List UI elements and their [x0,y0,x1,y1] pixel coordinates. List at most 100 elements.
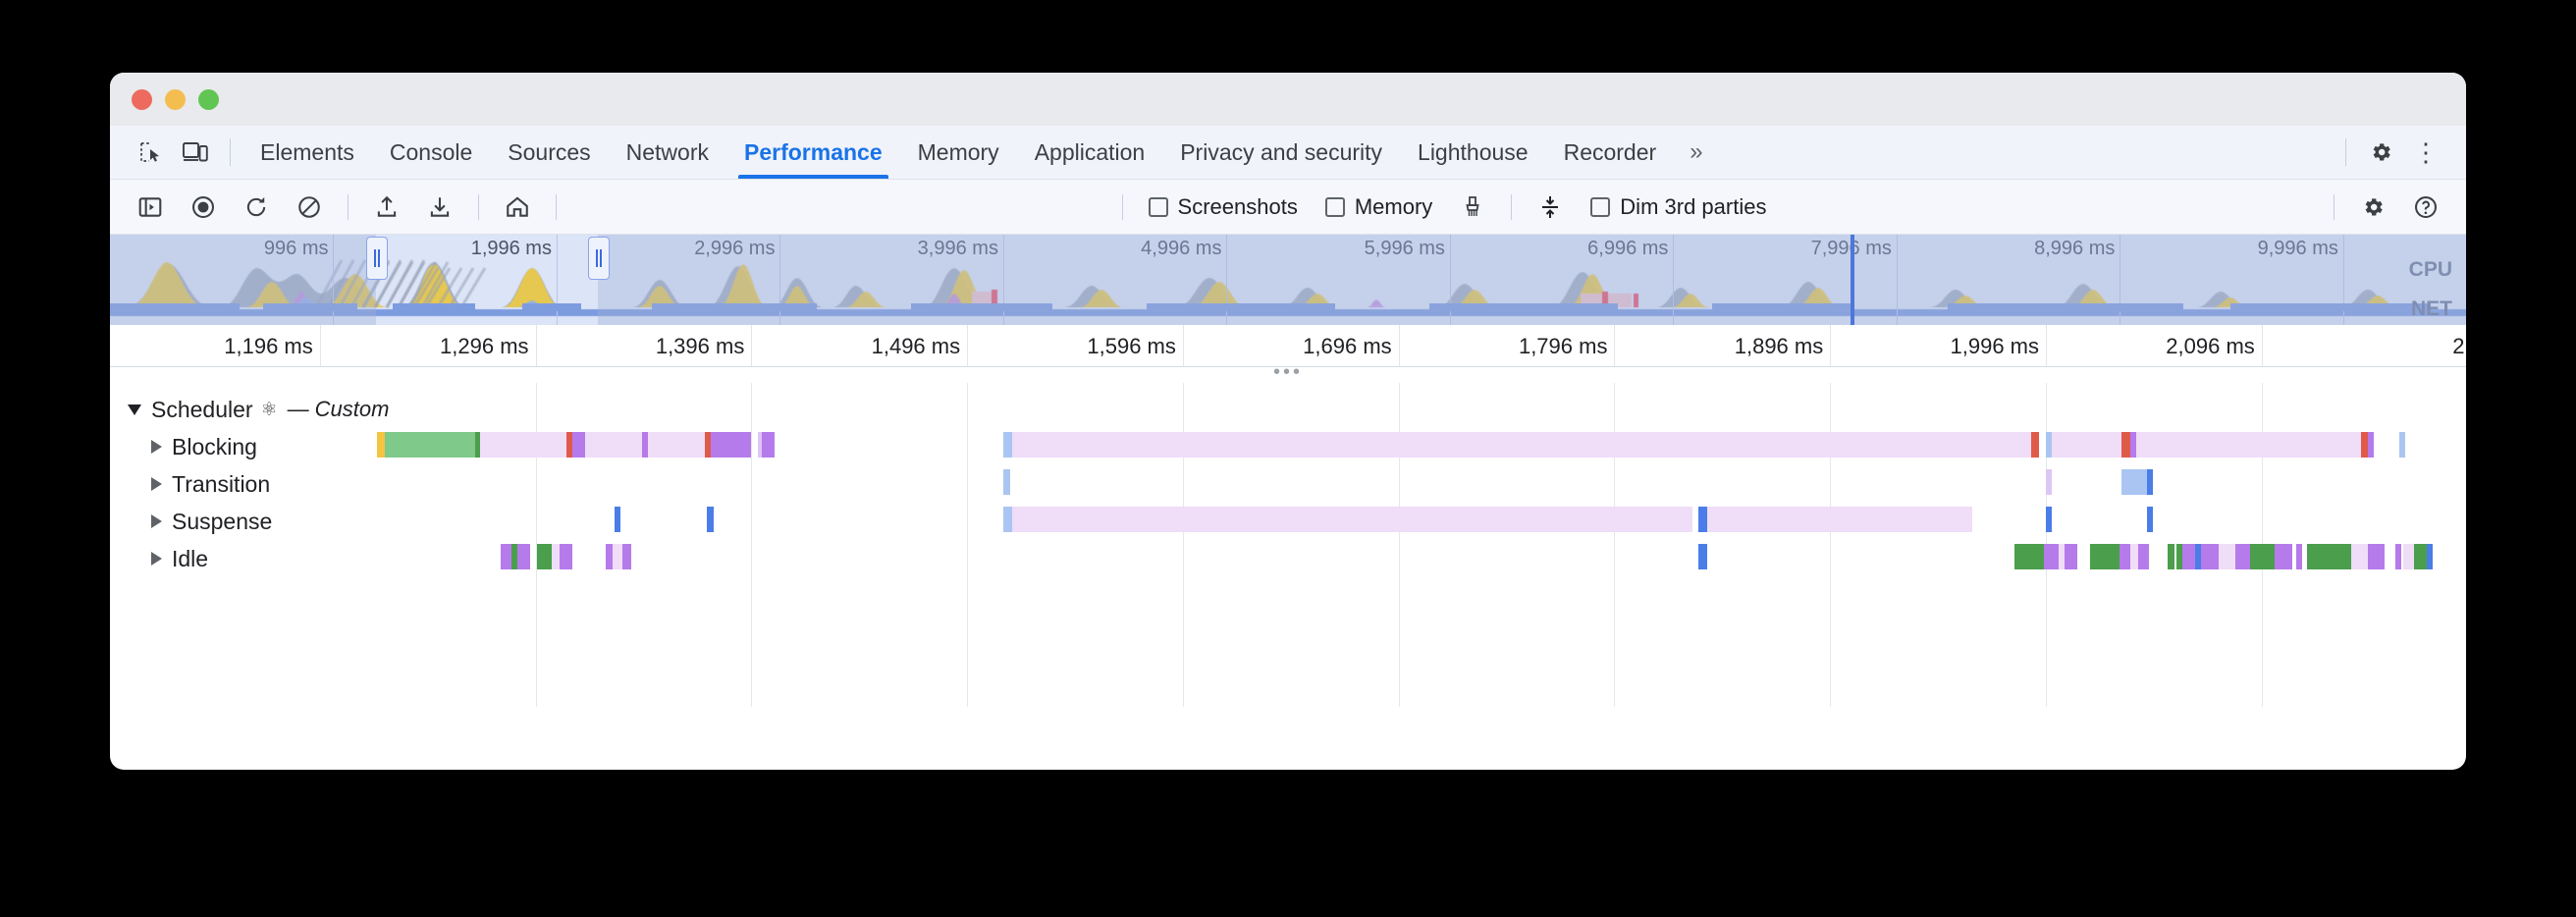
flame-bar-idle[interactable] [2013,544,2044,569]
flame-bar-blocking[interactable] [705,432,712,458]
flame-bar-idle[interactable] [2129,544,2139,569]
tab-memory[interactable]: Memory [917,139,999,165]
flame-bar-idle[interactable] [2182,544,2195,569]
flame-bar-blocking[interactable] [2045,432,2053,458]
tab-console[interactable]: Console [389,139,473,165]
tab-privacy-and-security[interactable]: Privacy and security [1180,139,1383,165]
screenshots-checkbox[interactable]: Screenshots [1148,194,1298,220]
tab-sources[interactable]: Sources [508,139,591,165]
collect-garbage-icon[interactable] [1453,189,1492,225]
flame-bar-blocking[interactable] [2129,432,2136,458]
collapse-tracks-icon[interactable] [1530,189,1570,225]
flame-bar-idle[interactable] [551,544,561,569]
flame-bar-blocking[interactable] [2367,432,2375,458]
flame-bar-idle[interactable] [2403,544,2414,569]
flame-bar-blocking[interactable] [2120,432,2130,458]
flame-bar-idle[interactable] [2058,544,2066,569]
flame-bar-idle[interactable] [2306,544,2351,569]
flame-bar-blocking[interactable] [565,432,572,458]
chevron-right-icon[interactable] [151,514,162,528]
flame-bar-blocking[interactable] [479,432,566,458]
flame-bar-idle[interactable] [2350,544,2368,569]
track-suspense[interactable]: Suspense [110,503,2466,540]
more-options-icon[interactable]: ⋮ [2413,136,2439,167]
flame-bar-idle[interactable] [606,544,613,569]
flame-bar-suspense[interactable] [1003,507,1013,532]
memory-checkbox-box[interactable] [1324,196,1345,217]
flame-bar-idle[interactable] [560,544,572,569]
track-blocking-label[interactable]: Blocking [110,434,257,460]
more-tabs-icon[interactable]: » [1690,138,1703,165]
flame-bar-idle[interactable] [2275,544,2292,569]
track-transition-label[interactable]: Transition [110,471,270,498]
flame-bar-blocking[interactable] [2361,432,2368,458]
track-idle[interactable]: Idle [110,540,2466,577]
flame-bar-suspense[interactable] [2146,507,2154,532]
track-idle-label[interactable]: Idle [110,546,208,572]
flame-bar-blocking[interactable] [1012,432,2031,458]
resizer-row[interactable]: ••• [110,361,2466,383]
flame-bar-idle[interactable] [2195,544,2202,569]
flame-bar-suspense[interactable] [1012,507,1692,532]
flame-bar-blocking[interactable] [1003,432,1013,458]
flame-bar-idle[interactable] [2175,544,2183,569]
tab-performance[interactable]: Performance [726,127,900,179]
flame-bar-blocking[interactable] [584,432,642,458]
record-button[interactable] [184,189,223,225]
flame-bar-idle[interactable] [2043,544,2059,569]
flame-bar-blocking[interactable] [2052,432,2121,458]
memory-checkbox[interactable]: Memory [1324,194,1432,220]
chevron-down-icon[interactable] [128,404,141,415]
track-group-scheduler[interactable]: Scheduler ⚛ — Custom [110,391,2466,428]
flame-bar-suspense[interactable] [1706,507,1972,532]
help-icon[interactable] [2406,189,2445,225]
flame-bar-transition[interactable] [2120,469,2147,495]
flame-bar-idle[interactable] [2249,544,2276,569]
flame-bar-blocking[interactable] [757,432,762,458]
flame-bar-idle[interactable] [2426,544,2434,569]
flame-bar-idle[interactable] [622,544,631,569]
flame-bar-idle[interactable] [536,544,552,569]
selection-handle-right[interactable] [588,237,611,280]
track-group-scheduler-label[interactable]: Scheduler ⚛ — Custom [110,397,389,423]
clear-button[interactable] [290,189,329,225]
flame-bar-suspense[interactable] [1698,507,1707,532]
flame-bar-idle[interactable] [2394,544,2402,569]
tab-recorder[interactable]: Recorder [1563,139,1657,165]
track-suspense-label[interactable]: Suspense [110,509,272,535]
flame-bar-idle[interactable] [612,544,623,569]
close-window-button[interactable] [132,88,152,110]
resizer-grip-icon[interactable]: ••• [1272,361,1303,383]
device-toolbar-icon[interactable] [179,137,212,167]
flame-bar-idle[interactable] [501,544,511,569]
flame-bar-blocking[interactable] [641,432,649,458]
chevron-right-icon[interactable] [151,477,162,491]
maximize-window-button[interactable] [198,88,219,110]
inspect-element-icon[interactable] [134,137,167,167]
tab-network[interactable]: Network [625,139,709,165]
gear-icon[interactable] [2364,137,2397,167]
flame-bar-blocking[interactable] [648,432,706,458]
flame-bar-transition[interactable] [1003,469,1010,495]
flame-bar-idle[interactable] [2218,544,2235,569]
flame-bar-blocking[interactable] [385,432,476,458]
flame-bar-idle[interactable] [2295,544,2303,569]
flame-bar-suspense[interactable] [707,507,714,532]
flame-bar-blocking[interactable] [376,432,386,458]
flame-bar-suspense[interactable] [614,507,621,532]
flame-bar-blocking[interactable] [2135,432,2362,458]
tab-application[interactable]: Application [1034,139,1146,165]
save-profile-button[interactable] [420,189,459,225]
flame-bar-idle[interactable] [2234,544,2250,569]
flame-bar-idle[interactable] [2201,544,2219,569]
dim-3rd-parties-checkbox[interactable]: Dim 3rd parties [1590,194,1766,220]
flame-bar-blocking[interactable] [761,432,775,458]
track-transition[interactable]: Transition [110,465,2466,503]
flame-bar-idle[interactable] [2065,544,2077,569]
flame-bar-idle[interactable] [2168,544,2174,569]
flame-bar-idle[interactable] [1698,544,1707,569]
reload-and-record-button[interactable] [237,189,276,225]
flame-bar-idle[interactable] [2367,544,2385,569]
flame-bar-idle[interactable] [510,544,518,569]
